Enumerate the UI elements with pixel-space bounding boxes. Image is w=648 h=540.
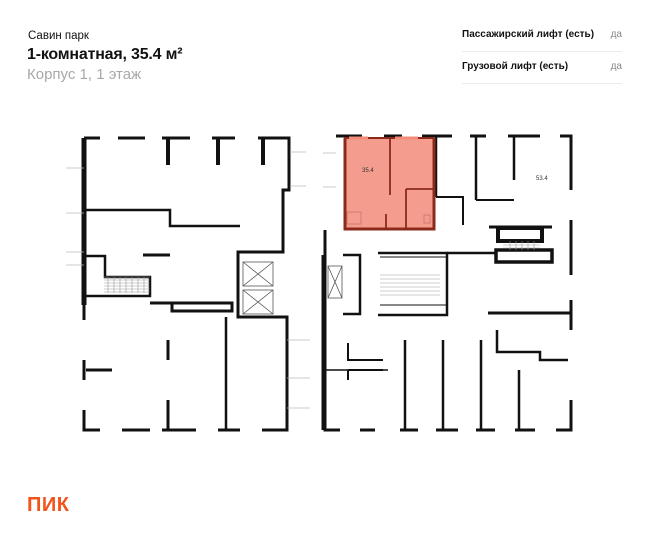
property-list: Пассажирский лифт (есть) да Грузовой лиф… [462, 20, 622, 84]
page-subtitle: Корпус 1, 1 этаж [27, 66, 142, 83]
project-name: Савин парк [28, 30, 89, 42]
right-staircase [380, 241, 540, 296]
property-label: Пассажирский лифт (есть) [462, 29, 595, 40]
balcony-lines [66, 151, 336, 409]
right-wing-windows [340, 134, 573, 432]
left-wing-windows [82, 136, 262, 432]
left-wing [81, 136, 291, 432]
property-label: Грузовой лифт (есть) [462, 61, 569, 72]
property-value: да [610, 29, 622, 40]
right-elevator [327, 265, 343, 299]
property-value: да [610, 61, 622, 72]
apartment-area-label: 35.4 [362, 168, 374, 174]
elevator-shafts [242, 261, 274, 315]
property-row-freight-lift: Грузовой лифт (есть) да [462, 52, 622, 84]
pik-logo: ПИК [27, 494, 70, 516]
apartment-area-label: 53.4 [536, 176, 548, 182]
page-title: 1-комнатная, 35.4 м² [27, 46, 183, 63]
property-row-passenger-lift: Пассажирский лифт (есть) да [462, 20, 622, 52]
left-staircase [104, 276, 150, 293]
selected-apartment[interactable]: 35.4 [343, 136, 436, 231]
